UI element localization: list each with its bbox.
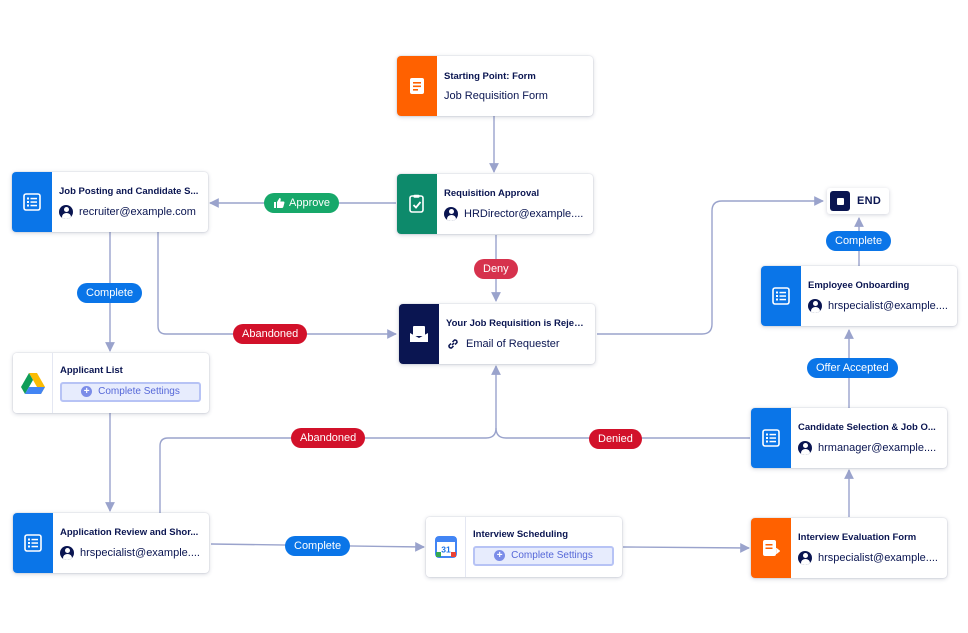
node-end[interactable]: END — [827, 188, 889, 214]
edge-label-denied[interactable]: Denied — [589, 429, 642, 449]
node-title: Employee Onboarding — [808, 279, 910, 291]
node-title: Applicant List — [60, 364, 123, 376]
google-drive-icon — [13, 353, 53, 413]
avatar — [798, 550, 812, 565]
edge-selection-to-rejected — [495, 427, 750, 439]
node-subtitle: Job Requisition Form — [444, 89, 548, 102]
avatar — [798, 440, 812, 455]
node-candidate-selection[interactable]: Candidate Selection & Job O... hrmanager… — [751, 408, 947, 468]
link-icon — [448, 338, 458, 349]
edge-posting-to-rejected — [157, 232, 397, 339]
edge-label-complete-posting[interactable]: Complete — [77, 283, 143, 303]
plus-icon: + — [81, 386, 93, 397]
node-recipient: Email of Requester — [466, 337, 560, 350]
stop-icon — [830, 191, 850, 211]
node-application-review[interactable]: Application Review and Shor... hrspecial… — [13, 513, 209, 573]
node-assignee: hrspecialist@example.... — [828, 299, 948, 312]
edge-label-complete-onboarding[interactable]: Complete — [826, 231, 892, 251]
avatar — [444, 206, 458, 221]
form-icon — [397, 56, 437, 116]
edge-label-abandoned-posting[interactable]: Abandoned — [233, 324, 308, 344]
node-title: Interview Scheduling — [473, 528, 569, 540]
list-icon — [13, 513, 53, 573]
node-assignee: HRDirector@example.... — [464, 207, 584, 220]
edge-label-abandoned-review[interactable]: Abandoned — [291, 428, 366, 448]
node-assignee: hrmanager@example.... — [818, 441, 937, 454]
thumbs-up-icon — [274, 198, 285, 208]
avatar — [60, 545, 74, 560]
node-employee-onboarding[interactable]: Employee Onboarding hrspecialist@example… — [761, 266, 957, 326]
node-title: Requisition Approval — [444, 187, 540, 199]
complete-settings-button[interactable]: +Complete Settings — [60, 381, 201, 402]
node-title: Job Posting and Candidate S... — [59, 185, 199, 197]
complete-settings-button[interactable]: +Complete Settings — [473, 545, 614, 566]
plus-icon: + — [494, 550, 506, 561]
list-icon — [761, 266, 801, 326]
form-icon — [751, 518, 791, 578]
edge-rejected-to-end — [597, 196, 824, 335]
node-assignee: hrspecialist@example.... — [80, 546, 200, 559]
edge-label-complete-review[interactable]: Complete — [285, 536, 351, 556]
node-title: Interview Evaluation Form — [798, 531, 917, 543]
mail-icon — [399, 304, 439, 364]
node-rejection-email[interactable]: Your Job Requisition is Rejec... Email o… — [399, 304, 595, 364]
node-starting-point-form[interactable]: Starting Point: Form Job Requisition For… — [397, 56, 593, 116]
avatar — [808, 298, 822, 313]
calendar-day: 31 — [441, 545, 451, 555]
node-interview-evaluation-form[interactable]: Interview Evaluation Form hrspecialist@e… — [751, 518, 947, 578]
node-assignee: hrspecialist@example.... — [818, 551, 938, 564]
node-job-posting[interactable]: Job Posting and Candidate S... recruiter… — [12, 172, 208, 232]
google-calendar-icon: 31 — [426, 517, 466, 577]
edge-interview-to-evaluation — [622, 543, 750, 553]
edge-label-approve[interactable]: Approve — [264, 193, 339, 213]
node-interview-scheduling[interactable]: 31 Interview Scheduling +Complete Settin… — [426, 517, 622, 577]
node-assignee: recruiter@example.com — [79, 205, 196, 218]
avatar — [59, 204, 73, 219]
edge-label-offer-accepted[interactable]: Offer Accepted — [807, 358, 898, 378]
list-icon — [751, 408, 791, 468]
edge-label-deny[interactable]: Deny — [474, 259, 518, 279]
node-requisition-approval[interactable]: Requisition Approval HRDirector@example.… — [397, 174, 593, 234]
node-title: Candidate Selection & Job O... — [798, 421, 936, 433]
end-label: END — [857, 195, 882, 207]
list-icon — [12, 172, 52, 232]
node-title: Your Job Requisition is Rejec... — [446, 317, 587, 329]
node-title: Application Review and Shor... — [60, 526, 199, 538]
approval-icon — [397, 174, 437, 234]
node-applicant-list[interactable]: Applicant List +Complete Settings — [13, 353, 209, 413]
node-title: Starting Point: Form — [444, 70, 536, 82]
